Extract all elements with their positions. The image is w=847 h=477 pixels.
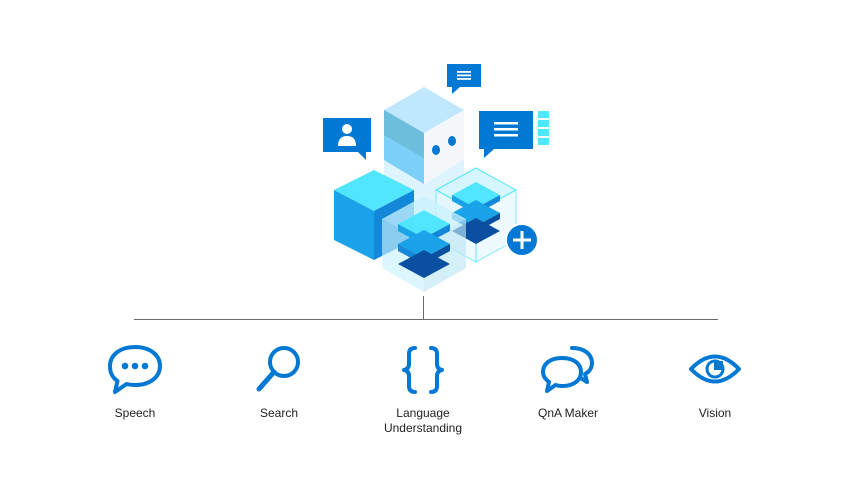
service-label: Speech <box>114 406 156 420</box>
message-bubble-icon <box>447 64 481 94</box>
service-label-line2: Understanding <box>383 421 463 435</box>
plus-icon <box>505 223 539 257</box>
hero-illustration <box>323 64 549 292</box>
service-label: Vision <box>698 406 732 420</box>
service-search: Search <box>219 342 339 421</box>
connector-line <box>134 319 718 320</box>
curly-braces-icon <box>402 346 444 394</box>
eye-icon <box>689 354 741 384</box>
magnifier-icon <box>256 346 300 392</box>
service-speech: Speech <box>75 342 195 421</box>
service-label: Search <box>259 406 299 420</box>
service-language-understanding: Language Understanding <box>363 342 483 436</box>
service-vision: Vision <box>655 342 775 421</box>
speech-bubble-dots-icon <box>108 345 162 394</box>
list-bubble-icon <box>479 111 549 158</box>
service-label: QnA Maker <box>537 406 599 420</box>
service-qna-maker: QnA Maker <box>508 342 628 421</box>
connector-stem <box>423 296 424 319</box>
bot-cube-icon <box>384 87 464 184</box>
service-label: Language <box>396 406 450 420</box>
front-layer-cube <box>382 196 466 292</box>
person-bubble-icon <box>323 118 371 160</box>
chat-bubbles-icon <box>541 346 594 393</box>
